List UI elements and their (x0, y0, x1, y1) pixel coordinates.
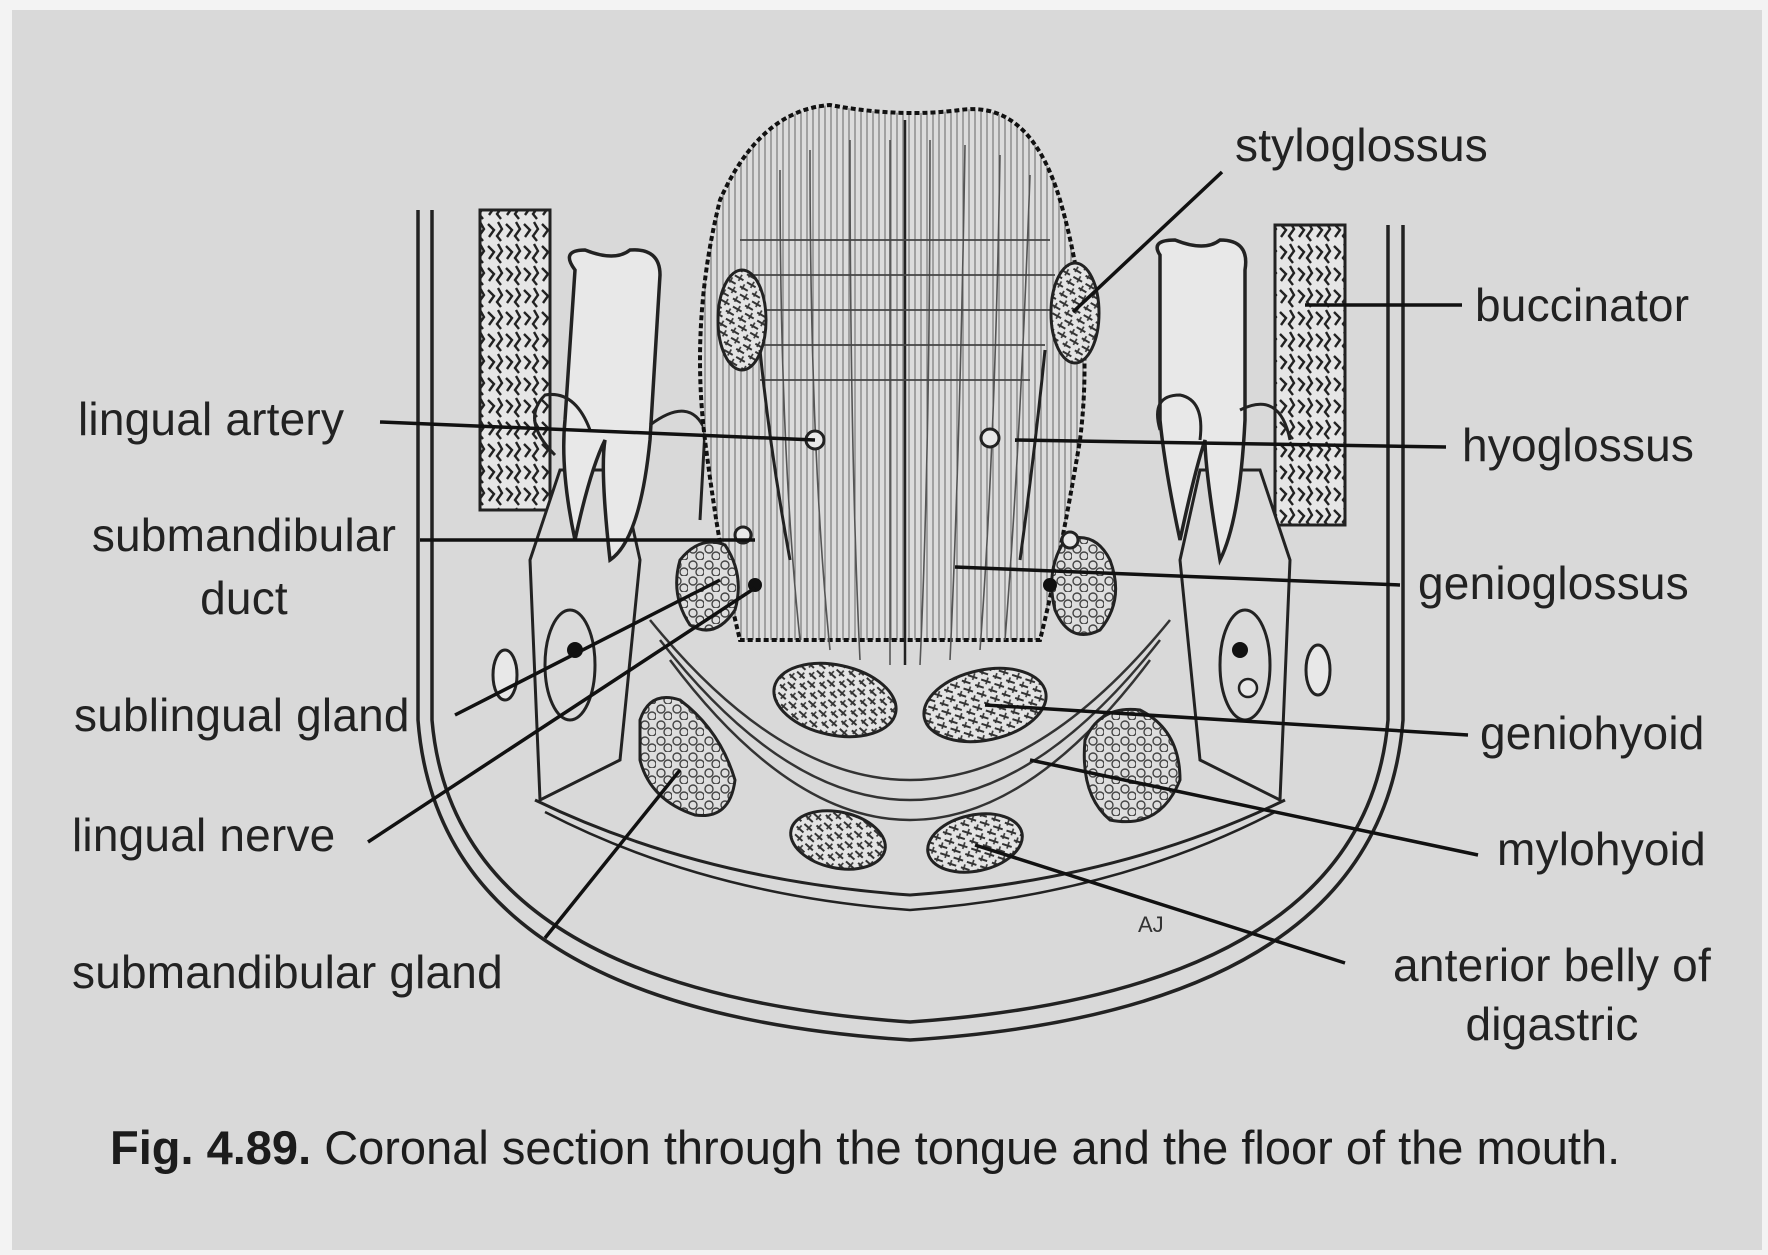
label-geniohyoid: geniohyoid (1480, 706, 1705, 761)
label-genioglossus: genioglossus (1418, 556, 1689, 611)
right-lingual-artery-vessel (981, 429, 999, 447)
label-mylohyoid: mylohyoid (1497, 822, 1706, 877)
label-anterior-belly-line1: anterior belly of (1352, 938, 1752, 993)
label-submandibular-duct-line2: duct (74, 571, 414, 626)
right-buccinator-muscle (1275, 225, 1345, 525)
label-submandibular-duct: submandibular duct (74, 508, 414, 626)
artist-initials: AJ (1138, 912, 1164, 937)
right-submandibular-gland (1084, 709, 1180, 821)
label-anterior-belly-of-digastric: anterior belly of digastric (1352, 938, 1752, 1052)
label-lingual-artery: lingual artery (78, 392, 344, 447)
label-hyoglossus: hyoglossus (1462, 418, 1694, 473)
left-buccinator-muscle (480, 210, 550, 510)
label-submandibular-duct-line1: submandibular (74, 508, 414, 563)
figure-caption-text: Coronal section through the tongue and t… (311, 1121, 1620, 1174)
label-styloglossus: styloglossus (1235, 118, 1488, 173)
label-buccinator: buccinator (1475, 278, 1689, 333)
left-geniohyoid-muscle (767, 653, 903, 747)
figure-number: Fig. 4.89. (110, 1121, 311, 1174)
label-anterior-belly-line2: digastric (1352, 997, 1752, 1052)
tongue-outline (700, 105, 1085, 640)
label-sublingual-gland: sublingual gland (74, 688, 410, 743)
left-anterior-digastric-muscle (785, 803, 891, 878)
right-sublingual-gland (1052, 538, 1116, 635)
left-styloglossus-muscle (718, 270, 766, 370)
figure-caption: Fig. 4.89. Coronal section through the t… (110, 1120, 1620, 1175)
left-submandibular-gland (640, 698, 735, 816)
label-submandibular-gland: submandibular gland (72, 945, 503, 1000)
right-styloglossus-muscle (1051, 263, 1099, 363)
label-lingual-nerve: lingual nerve (72, 808, 335, 863)
